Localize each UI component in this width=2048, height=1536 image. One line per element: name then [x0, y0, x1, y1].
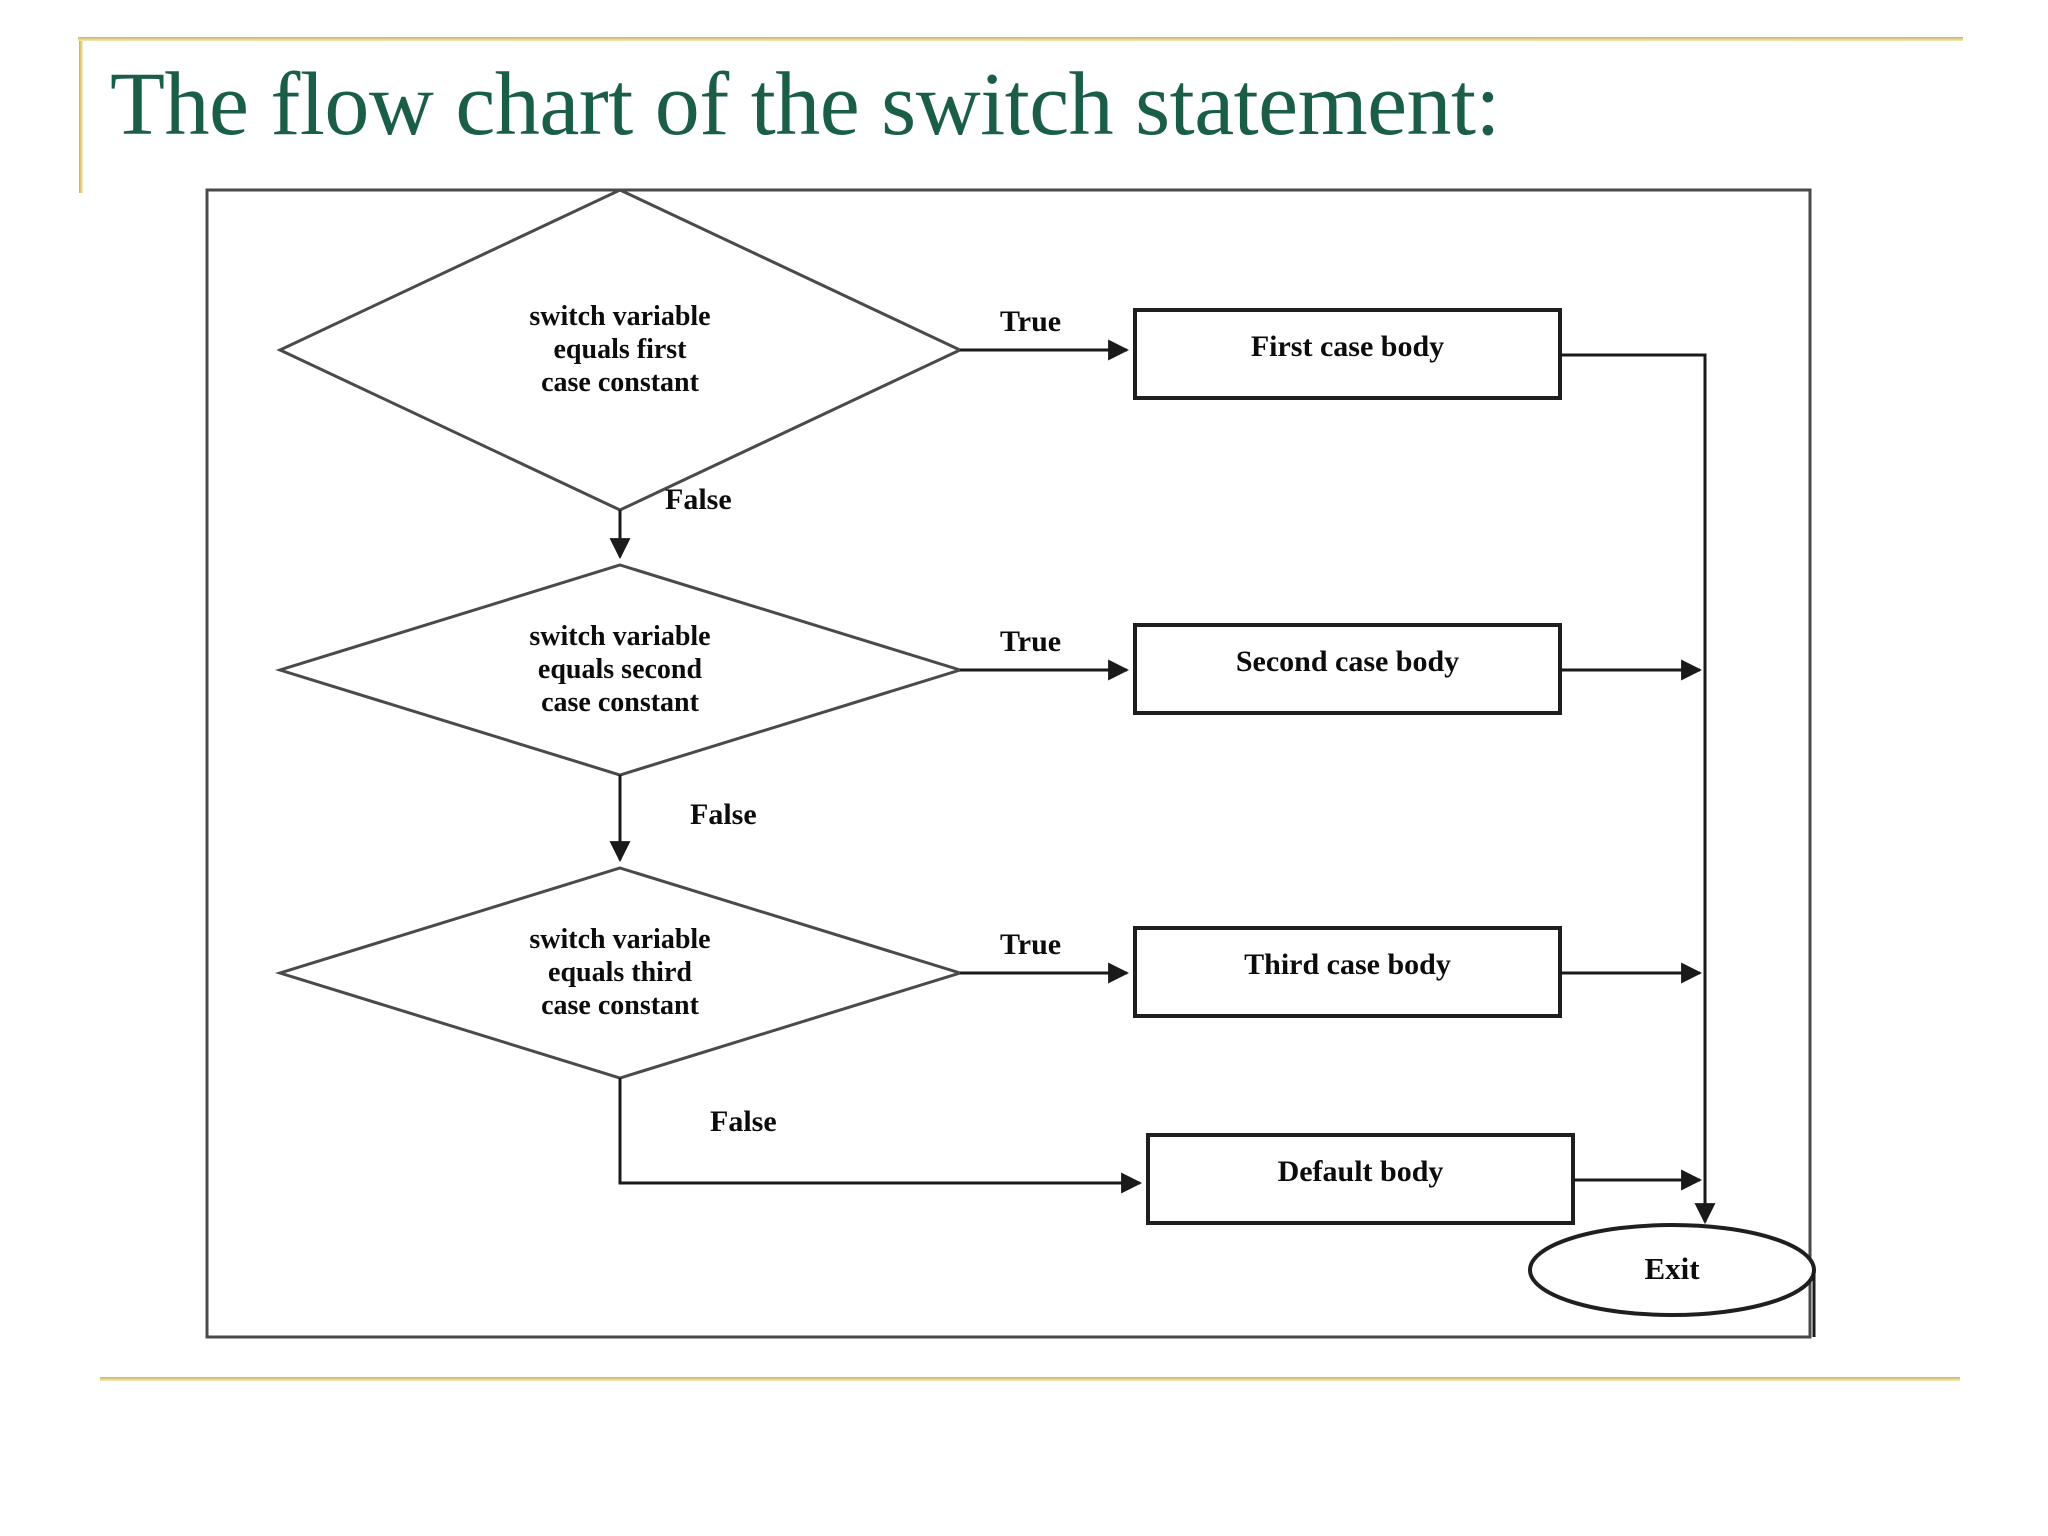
decision-first-shape [276, 188, 964, 512]
merge-line-first [1560, 353, 1707, 1213]
page-title: The flow chart of the switch statement: [110, 55, 1501, 154]
edge-label-second-false: False [690, 798, 757, 831]
process-default-shape [1146, 1133, 1575, 1225]
decision-third-shape [274, 866, 966, 1080]
edge-label-third-true: True [1000, 928, 1062, 961]
bottom-gold-rule [100, 1377, 1960, 1381]
edge-label-first-false: False [665, 483, 732, 516]
edge-label-third-false: False [710, 1105, 777, 1138]
top-gold-rule [78, 37, 1963, 41]
title-left-gold-accent [79, 41, 83, 193]
process-second-shape [1133, 623, 1562, 715]
process-first-shape [1133, 308, 1562, 400]
edge-third-false [618, 1078, 1143, 1194]
decision-second-shape [274, 563, 966, 777]
edge-label-first-true: True [1000, 305, 1062, 338]
edge-label-second-true: True [1000, 625, 1062, 658]
diagram-outer-frame [205, 188, 1812, 1339]
terminator-exit-shape [1528, 1223, 1816, 1317]
process-third-shape [1133, 926, 1562, 1018]
